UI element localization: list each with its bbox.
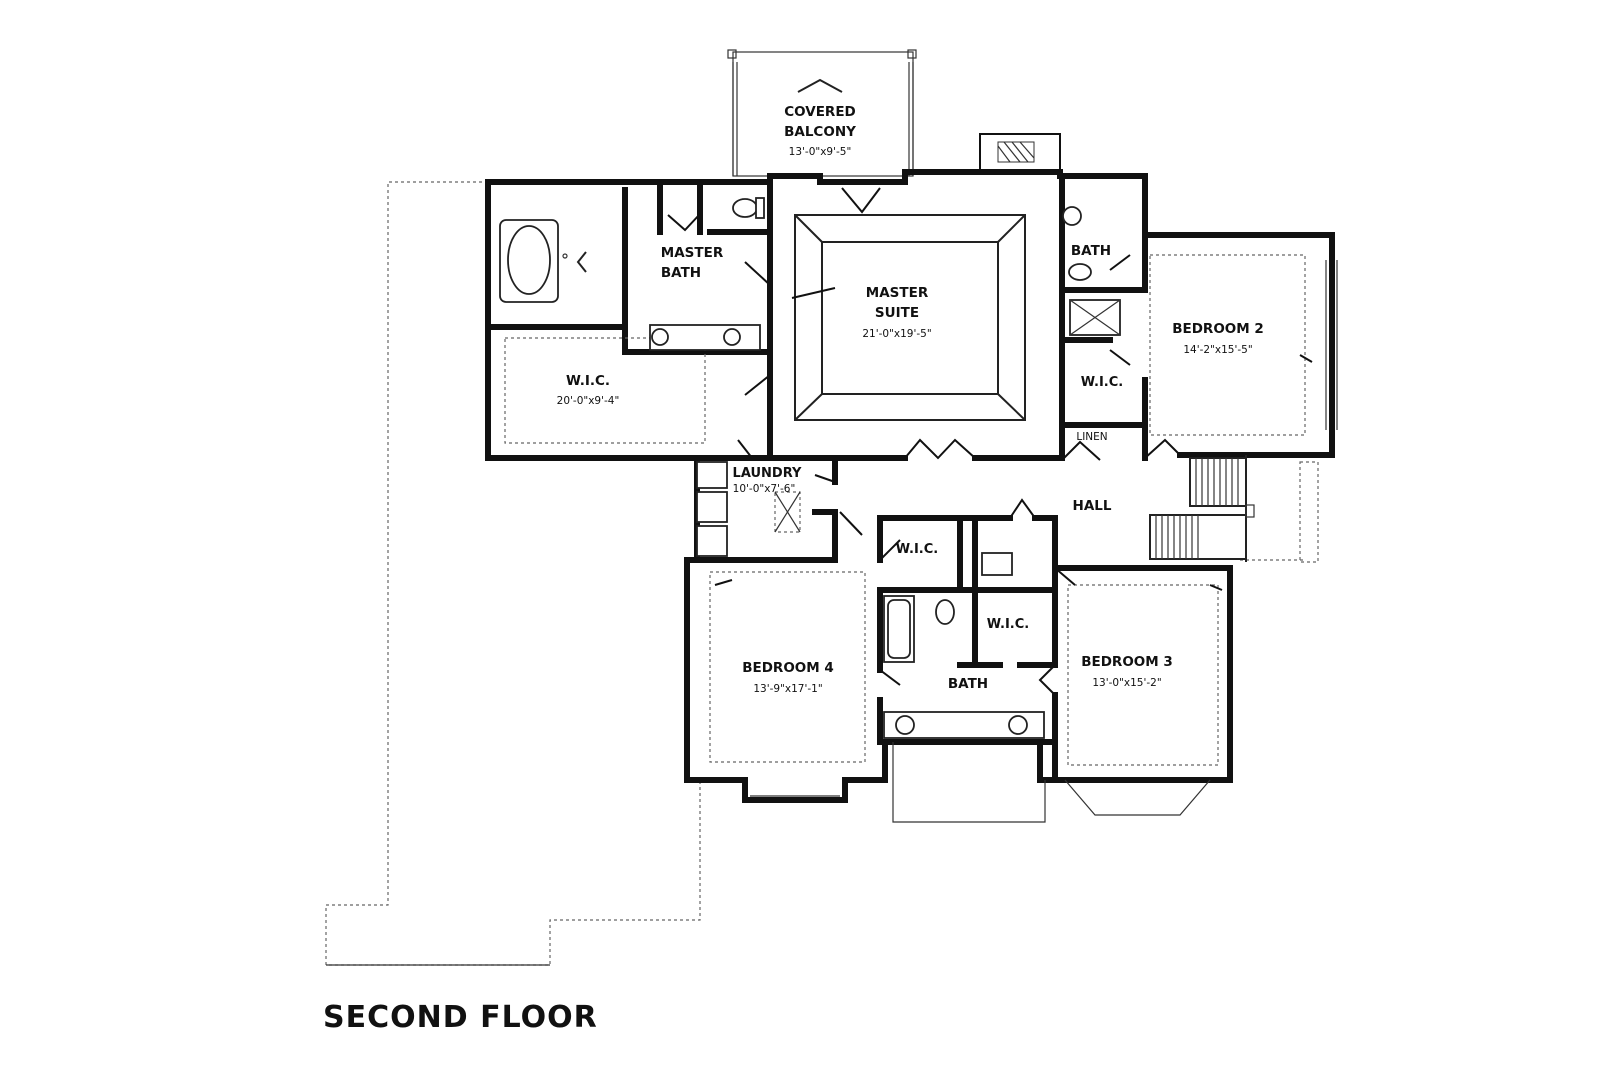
laundry-dim: 10'-0"x7'-6" bbox=[733, 483, 796, 495]
master-suite-label: MASTER bbox=[866, 285, 929, 301]
linen-label: LINEN bbox=[1076, 431, 1107, 443]
master-suite-dim: 21'-0"x19'-5" bbox=[862, 328, 931, 340]
sinks-master bbox=[649, 324, 761, 351]
wic-bed4-label: W.I.C. bbox=[896, 542, 938, 557]
lower-floor-outline bbox=[325, 181, 701, 966]
toilet-master bbox=[732, 197, 765, 219]
covered-balcony bbox=[727, 49, 917, 177]
laundry-fixtures bbox=[696, 461, 801, 557]
tray-ceiling bbox=[794, 214, 1026, 421]
doors bbox=[667, 187, 1313, 696]
master-bath-label: MASTER bbox=[661, 245, 724, 261]
bedroom-2-dim: 14'-2"x15'-5" bbox=[1183, 344, 1252, 356]
master-suite-label: SUITE bbox=[875, 305, 919, 321]
wic-bed2-label: W.I.C. bbox=[1081, 375, 1123, 390]
bay-windows bbox=[750, 742, 1211, 823]
wic-master-label: W.I.C. bbox=[566, 373, 610, 389]
interior-walls bbox=[485, 173, 1335, 783]
hall-label: HALL bbox=[1073, 498, 1112, 514]
room-labels: COVERED BALCONY 13'-0"x9'-5" MASTER BATH… bbox=[557, 104, 1264, 695]
chimney bbox=[979, 133, 1061, 173]
covered-balcony-label: COVERED bbox=[784, 104, 856, 120]
covered-balcony-label: BALCONY bbox=[784, 124, 856, 140]
exterior-walls bbox=[485, 169, 1338, 803]
wic-master-dim: 20'-0"x9'-4" bbox=[557, 395, 620, 407]
bedroom-3-label: BEDROOM 3 bbox=[1081, 654, 1173, 670]
bedroom-2-label: BEDROOM 2 bbox=[1172, 321, 1264, 337]
master-bath-label: BATH bbox=[661, 265, 701, 281]
wic-bed3-label: W.I.C. bbox=[987, 617, 1029, 632]
stairs bbox=[1149, 455, 1255, 562]
bathtub bbox=[499, 219, 587, 303]
covered-balcony-dim: 13'-0"x9'-5" bbox=[789, 146, 852, 158]
bath-lower-fixtures bbox=[883, 552, 1045, 739]
bedroom-4-dim: 13'-9"x17'-1" bbox=[753, 683, 822, 695]
plan-title: SECOND FLOOR bbox=[323, 1000, 598, 1035]
bath-upper-label: BATH bbox=[1071, 243, 1111, 259]
bedroom-3-dim: 13'-0"x15'-2" bbox=[1092, 677, 1161, 689]
bath-upper-fixtures bbox=[1062, 206, 1121, 336]
ceiling-lines bbox=[504, 254, 1319, 766]
laundry-label: LAUNDRY bbox=[733, 466, 802, 481]
bath-lower-label: BATH bbox=[948, 676, 988, 692]
bedroom-4-label: BEDROOM 4 bbox=[742, 660, 834, 676]
